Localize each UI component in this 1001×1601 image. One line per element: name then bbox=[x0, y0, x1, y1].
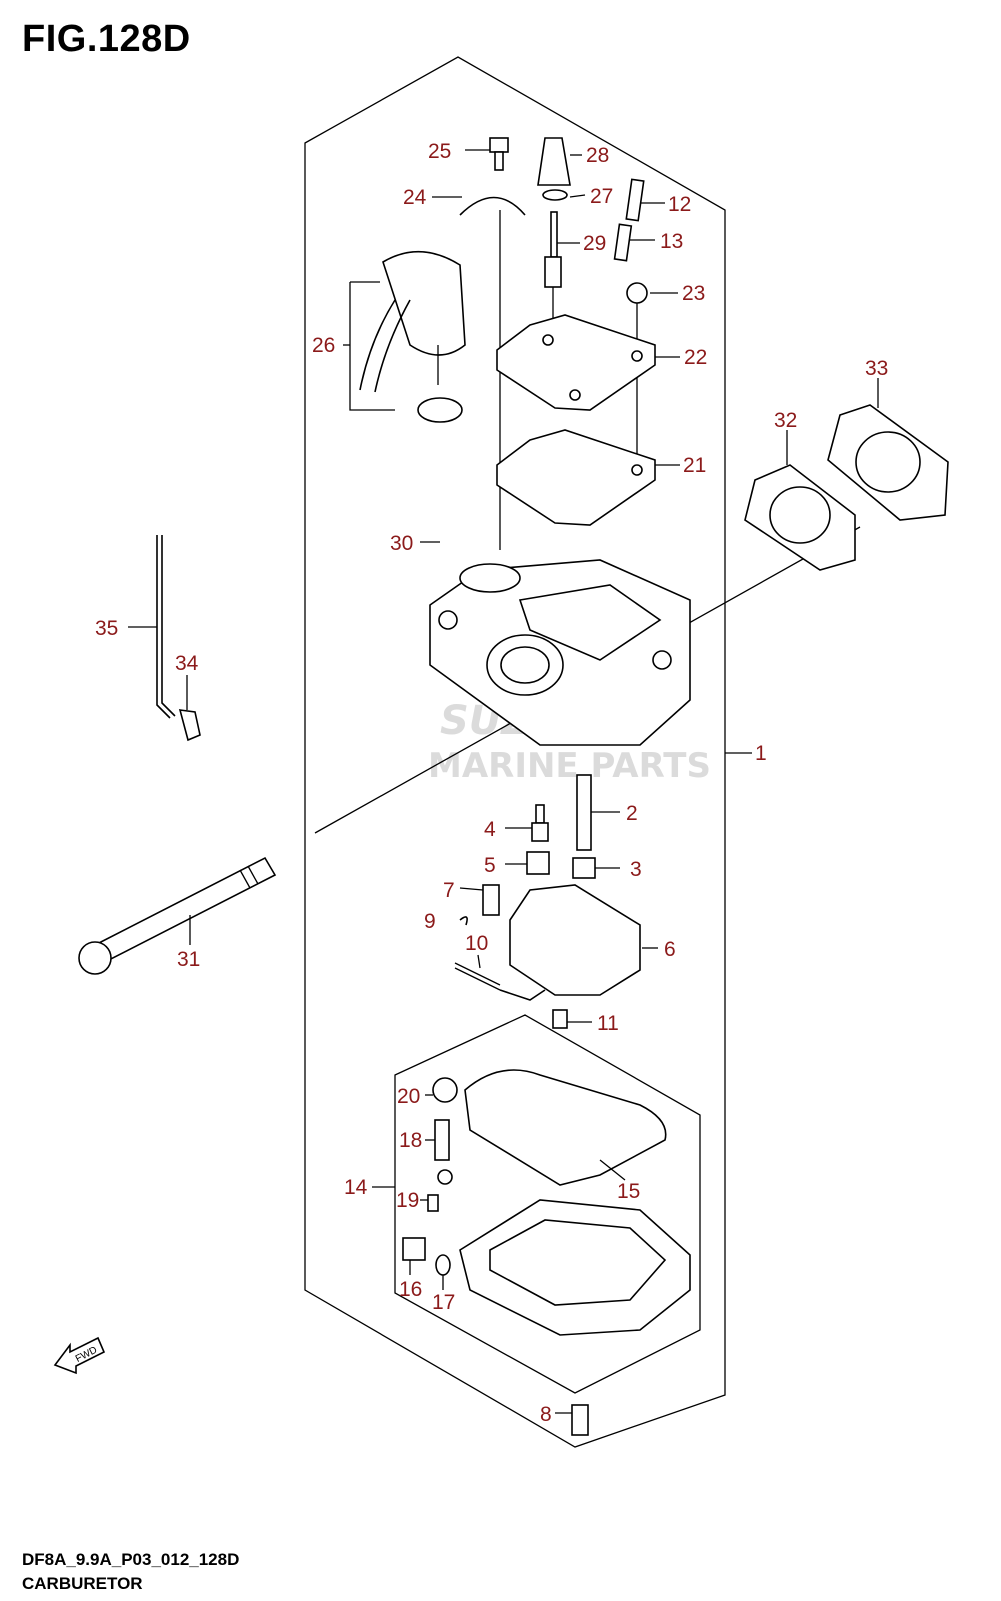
callout-8: 8 bbox=[540, 1403, 552, 1426]
callout-17: 17 bbox=[432, 1291, 455, 1314]
gaskets-32-33 bbox=[744, 404, 949, 571]
callout-2: 2 bbox=[626, 802, 638, 825]
callout-5: 5 bbox=[484, 854, 496, 877]
callout-16: 16 bbox=[399, 1278, 422, 1301]
callout-3: 3 bbox=[630, 858, 642, 881]
rod-35-drawing bbox=[156, 535, 201, 742]
figure-name: CARBURETOR bbox=[22, 1574, 143, 1593]
jets-and-needle bbox=[454, 774, 596, 991]
callout-labels: 1 2 3 4 5 6 7 8 9 10 11 12 13 14 15 16 1… bbox=[95, 140, 888, 1426]
callout-22: 22 bbox=[684, 346, 707, 369]
float-6-drawing bbox=[499, 884, 641, 1029]
callout-15: 15 bbox=[617, 1180, 640, 1203]
callout-7: 7 bbox=[443, 879, 455, 902]
callout-19: 19 bbox=[396, 1189, 419, 1212]
callout-10: 10 bbox=[465, 932, 488, 955]
callout-34: 34 bbox=[175, 652, 199, 675]
callout-4: 4 bbox=[484, 818, 496, 841]
top-small-parts bbox=[459, 137, 648, 550]
float-bowl-drawing bbox=[402, 1069, 691, 1436]
callout-21: 21 bbox=[683, 454, 706, 477]
figure-code: DF8A_9.9A_P03_012_128D bbox=[22, 1550, 240, 1569]
callout-35: 35 bbox=[95, 617, 118, 640]
callout-24: 24 bbox=[403, 186, 427, 209]
callout-27: 27 bbox=[590, 185, 613, 208]
solenoid-26-drawing bbox=[349, 250, 466, 423]
callout-26: 26 bbox=[312, 334, 335, 357]
callout-28: 28 bbox=[586, 144, 609, 167]
callout-13: 13 bbox=[660, 230, 683, 253]
callout-33: 33 bbox=[865, 357, 888, 380]
callout-32: 32 bbox=[774, 409, 797, 432]
callout-1: 1 bbox=[755, 742, 767, 765]
callout-20: 20 bbox=[397, 1085, 420, 1108]
assembly-outline bbox=[304, 56, 726, 1448]
figure-title: FIG.128D bbox=[22, 18, 191, 60]
callout-6: 6 bbox=[664, 938, 676, 961]
diaphragm-covers bbox=[496, 314, 656, 526]
callout-31: 31 bbox=[177, 948, 200, 971]
carburetor-body-drawing bbox=[429, 559, 691, 746]
callout-30: 30 bbox=[390, 532, 413, 555]
callout-14: 14 bbox=[344, 1176, 368, 1199]
callout-18: 18 bbox=[399, 1129, 422, 1152]
float-bowl-group-outline bbox=[394, 1014, 701, 1394]
leader-lines bbox=[128, 149, 879, 1414]
callout-23: 23 bbox=[682, 282, 705, 305]
fwd-arrow-icon: FWD bbox=[53, 1336, 106, 1375]
callout-25: 25 bbox=[428, 140, 451, 163]
callout-11: 11 bbox=[597, 1012, 619, 1035]
watermark-subtitle: MARINE PARTS bbox=[428, 746, 711, 786]
callout-9: 9 bbox=[424, 910, 436, 933]
callout-12: 12 bbox=[668, 193, 691, 216]
callout-29: 29 bbox=[583, 232, 606, 255]
bolt-31-drawing bbox=[78, 526, 861, 975]
